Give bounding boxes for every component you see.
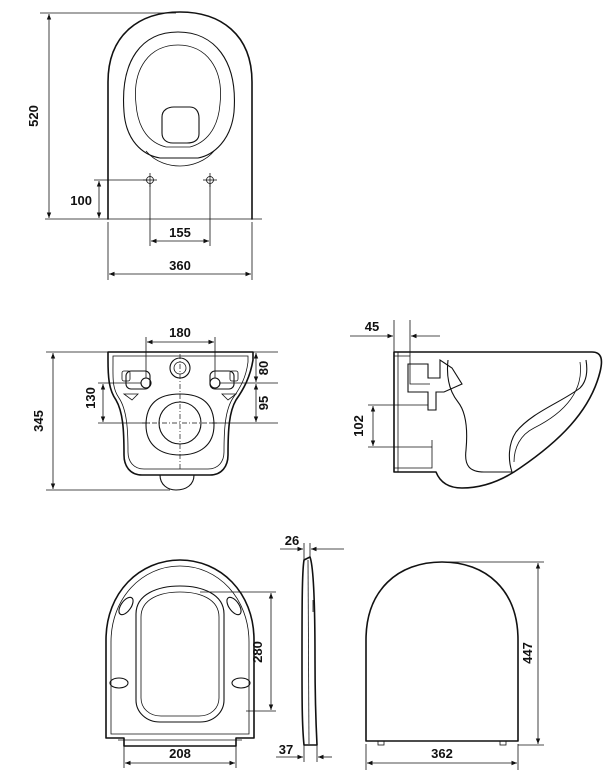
lid-view-height-dim: 447 bbox=[520, 642, 535, 664]
side-view: 45 102 bbox=[350, 319, 603, 489]
side-view-bowl-outline bbox=[393, 351, 603, 489]
side-view-rim bbox=[513, 361, 581, 463]
top-view-hole-spacing-dim: 155 bbox=[169, 225, 191, 240]
top-view-flush-rim bbox=[145, 150, 215, 167]
side-view-inlet bbox=[407, 358, 463, 411]
side-view-flange bbox=[393, 352, 433, 472]
seat-view-hinge-spacing-dim: 208 bbox=[169, 746, 191, 761]
side-view-outlet-height-dim: 102 bbox=[351, 415, 366, 437]
rear-view-bolt-spacing-dim: 180 bbox=[169, 325, 191, 340]
rear-view-bolt-height-dim: 130 bbox=[83, 387, 98, 409]
lid-view-width-dim: 362 bbox=[431, 746, 453, 761]
seat-view-opening bbox=[135, 585, 225, 723]
top-view-width-dim: 360 bbox=[169, 258, 191, 273]
top-view: 520 100 155 360 bbox=[26, 11, 262, 280]
seat-view-hinge-height-dim: 280 bbox=[250, 641, 265, 663]
top-view-mounting-holes bbox=[143, 173, 217, 187]
top-view-hole-offset-dim: 100 bbox=[70, 193, 92, 208]
top-view-bowl-outline bbox=[107, 11, 253, 220]
rear-view-outlet-offset-dim: 95 bbox=[256, 396, 271, 410]
side-view-bowl-inner bbox=[446, 359, 588, 473]
rear-view-inner-outline bbox=[112, 355, 249, 470]
top-view-bowl-opening bbox=[135, 44, 221, 148]
seat-view-outline-inner bbox=[110, 565, 250, 735]
top-view-rim-inner bbox=[122, 31, 235, 159]
lid-view-outline bbox=[365, 561, 519, 742]
seat-view: 280 208 bbox=[105, 559, 276, 768]
rear-view-body-outline bbox=[107, 351, 254, 476]
rear-view-outlet-cone bbox=[145, 393, 215, 456]
seat-view-opening-inner bbox=[140, 591, 220, 717]
seat-side-profile bbox=[301, 556, 318, 746]
rear-view-bolt-holes bbox=[121, 370, 239, 401]
seat-view-bumpers bbox=[109, 596, 251, 689]
lid-view: 447 362 bbox=[365, 561, 544, 770]
seat-side-thickness-top-dim: 26 bbox=[285, 533, 299, 548]
rear-view-total-height-dim: 345 bbox=[31, 410, 46, 432]
seat-side-view: 26 37 bbox=[276, 533, 344, 762]
seat-side-thickness-bottom-dim: 37 bbox=[279, 742, 293, 757]
lid-view-hinge-marks bbox=[377, 740, 507, 746]
rear-view-top-offset-dim: 80 bbox=[256, 361, 271, 375]
top-view-height-dim: 520 bbox=[26, 105, 41, 127]
seat-view-outline bbox=[105, 559, 255, 747]
top-view-outlet bbox=[161, 106, 200, 144]
rear-view-base-foot bbox=[159, 474, 195, 491]
rear-view: 180 345 130 80 95 bbox=[31, 325, 278, 491]
side-view-flange-dim: 45 bbox=[365, 319, 379, 334]
